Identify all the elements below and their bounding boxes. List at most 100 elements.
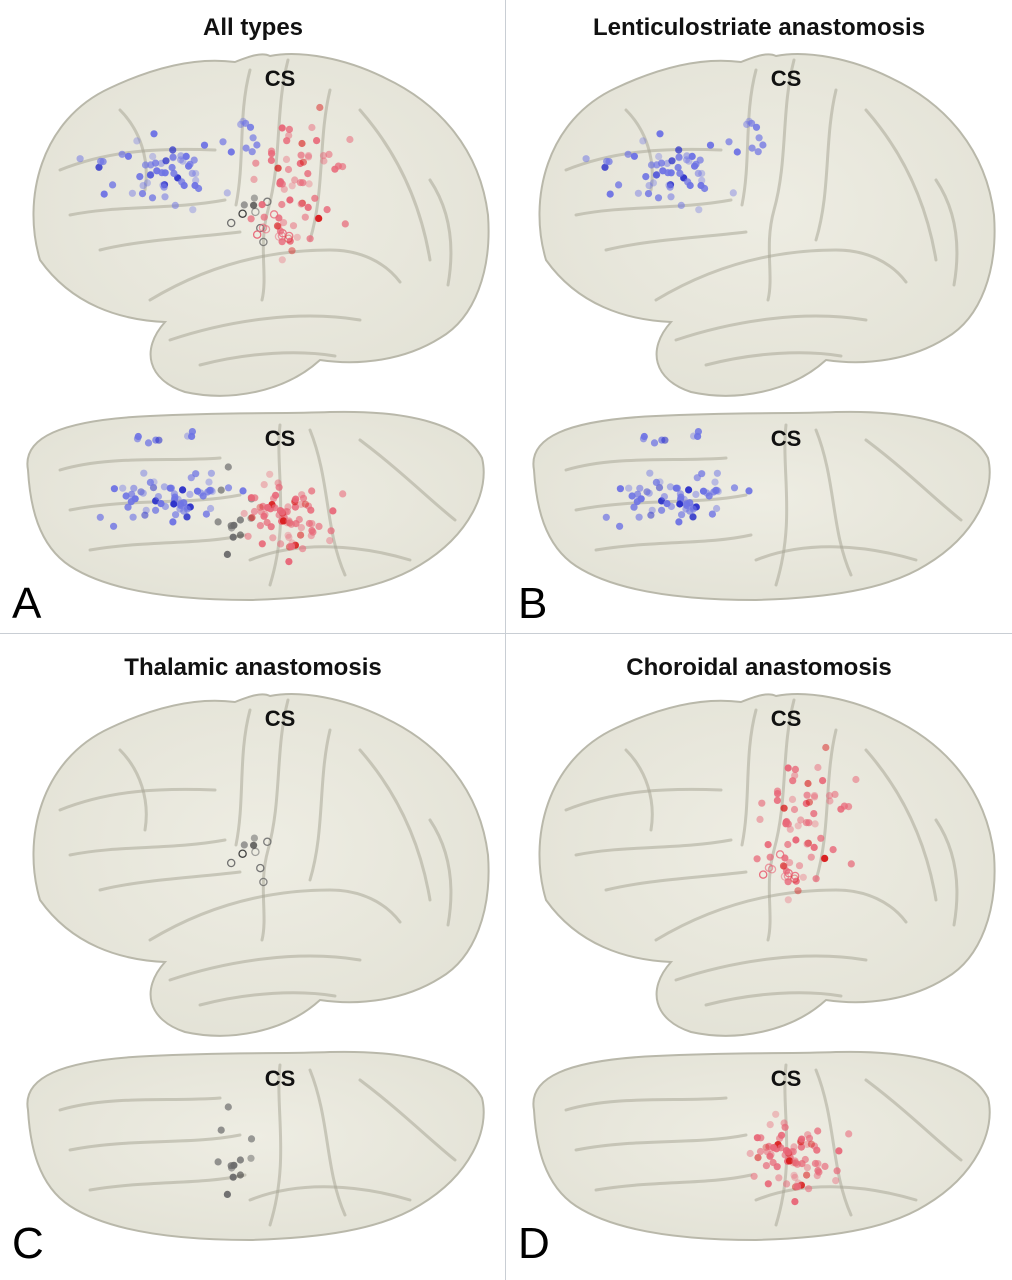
lenticulostriate-dot: [118, 150, 126, 158]
lenticulostriate-dot: [95, 163, 103, 171]
choroidal-dot: [815, 1168, 823, 1176]
lenticulostriate-dot: [197, 489, 205, 497]
cs-label: CS: [265, 66, 296, 91]
sulcus-line: [740, 68, 758, 207]
choroidal-dot: [797, 816, 805, 824]
choroidal-dot: [762, 1162, 770, 1170]
lenticulostriate-dot: [653, 171, 661, 179]
lenticulostriate-dot: [207, 504, 215, 513]
lenticulostriate-dot: [666, 483, 674, 491]
choroidal-dot: [835, 1147, 843, 1155]
lenticulostriate-dot: [630, 152, 638, 160]
lenticulostriate-dot: [202, 510, 210, 518]
lenticulostriate-dot: [667, 193, 675, 201]
choroidal-dot: [319, 152, 328, 160]
choroidal-dot: [789, 777, 797, 785]
choroidal-dot: [286, 196, 294, 204]
thalamic-dot: [236, 1171, 244, 1179]
lenticulostriate-dot: [725, 138, 733, 146]
thalamic-dot: [214, 518, 222, 526]
choroidal-dot: [803, 791, 811, 799]
choroidal-dot: [334, 162, 342, 170]
choroidal-dot: [773, 796, 781, 804]
lenticulostriate-dot: [616, 485, 624, 493]
choroidal-dot: [329, 507, 337, 515]
lenticulostriate-dot: [151, 159, 160, 167]
lenticulostriate-dot: [133, 435, 142, 443]
panel-letter: A: [12, 579, 42, 628]
choroidal-dot: [763, 1148, 771, 1156]
lenticulostriate-dot: [713, 469, 721, 477]
choroidal-dot: [250, 175, 258, 183]
choroidal-dot: [291, 176, 299, 184]
thalamic-dot: [229, 1173, 237, 1181]
choroidal-dot: [803, 1171, 811, 1179]
choroidal-dot: [817, 834, 825, 842]
lenticulostriate-dot: [169, 518, 177, 526]
choroidal-dot: [274, 232, 284, 241]
sulcus-line: [814, 88, 838, 242]
choroidal-dot: [282, 155, 291, 163]
choroidal-dot: [773, 787, 782, 795]
choroidal-dot: [305, 180, 313, 188]
lenticulostriate-dot: [147, 171, 155, 179]
lenticulostriate-dot: [150, 130, 158, 138]
lenticulostriate-dot: [149, 484, 158, 492]
choroidal-dot: [278, 124, 286, 132]
lenticulostriate-dot: [695, 206, 703, 214]
choroidal-dot: [758, 870, 768, 879]
choroidal-dot: [285, 125, 293, 133]
lenticulostriate-dot: [654, 194, 663, 202]
lenticulostriate-dot: [139, 489, 147, 497]
thalamic-dot: [263, 837, 272, 847]
choroidal-dot: [821, 854, 829, 862]
lenticulostriate-dot: [624, 150, 632, 158]
thalamic-dot: [227, 522, 235, 530]
thalamic-dot: [250, 834, 258, 842]
choroidal-dot: [831, 790, 839, 798]
sulcus-line: [118, 108, 148, 192]
lenticulostriate-dot: [711, 478, 719, 486]
lenticulostriate-dot: [634, 490, 642, 498]
choroidal-dot: [810, 793, 819, 801]
choroidal-dot: [790, 805, 799, 814]
sulcus-line: [88, 533, 247, 552]
lenticulostriate-dot: [694, 169, 702, 177]
choroidal-dot: [261, 225, 271, 234]
choroidal-dot: [819, 777, 827, 785]
choroidal-dot: [260, 481, 268, 489]
thalamic-dot: [238, 209, 247, 218]
choroidal-dot: [845, 1130, 853, 1138]
lenticulostriate-dot: [185, 162, 193, 170]
choroidal-dot: [284, 165, 293, 174]
choroidal-dot: [833, 1167, 841, 1175]
sulcus-line: [564, 1096, 728, 1112]
lenticulostriate-dot: [703, 489, 711, 497]
lenticulostriate-dot: [169, 153, 177, 161]
choroidal-dot: [327, 527, 335, 535]
thalamic-dot: [238, 849, 247, 858]
choroidal-dot: [299, 494, 308, 502]
choroidal-dot: [284, 234, 293, 243]
choroidal-dot: [803, 840, 811, 848]
cs-label: CS: [771, 426, 802, 451]
lenticulostriate-dot: [644, 190, 653, 198]
lenticulostriate-dot: [128, 189, 136, 197]
choroidal-dot: [786, 859, 794, 867]
lenticulostriate-dot: [713, 504, 721, 513]
lenticulostriate-dot: [755, 134, 763, 142]
sulcus-line: [58, 147, 217, 172]
choroidal-dot: [284, 231, 294, 241]
choroidal-dot: [754, 1154, 762, 1162]
lenticulostriate-dot: [675, 518, 683, 526]
thalamic-dot: [236, 516, 244, 524]
lenticulostriate-dot: [148, 194, 157, 202]
lenticulostriate-dot: [192, 169, 200, 178]
lenticulostriate-dot: [161, 193, 169, 201]
choroidal-dot: [297, 151, 305, 159]
choroidal-dot: [299, 545, 307, 553]
sulcus-line: [814, 728, 838, 882]
lenticulostriate-dot: [139, 182, 147, 190]
lenticulostriate-dot: [602, 513, 610, 521]
